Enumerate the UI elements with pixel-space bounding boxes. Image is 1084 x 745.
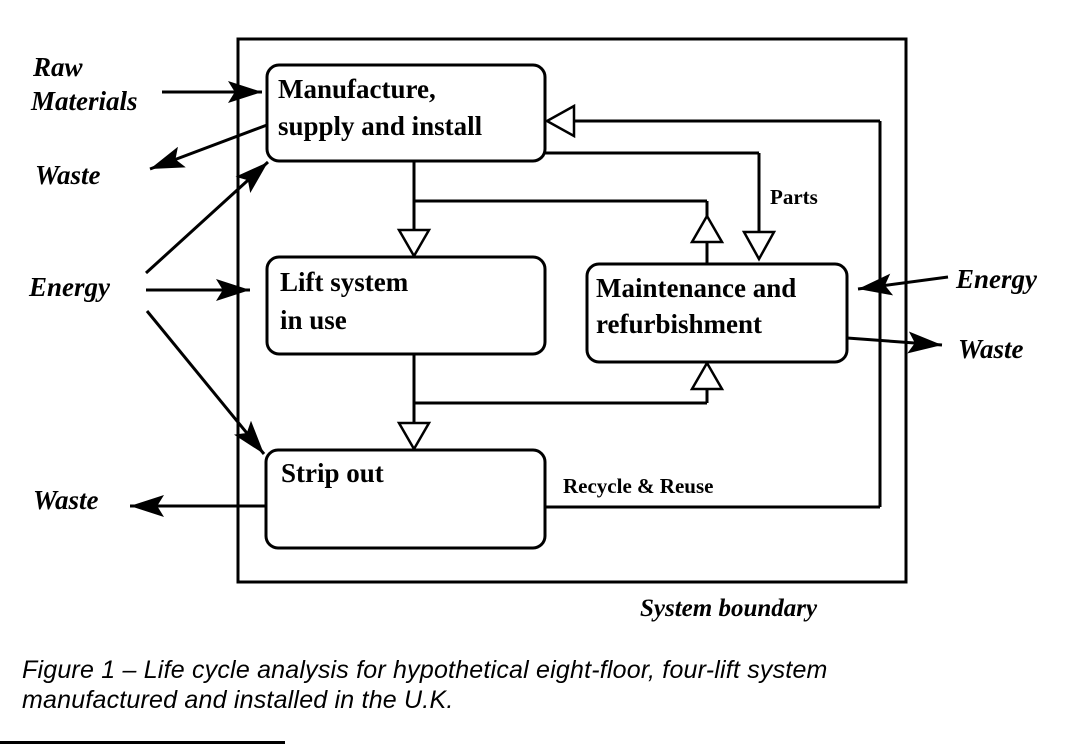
flow-lift-to-maintenance	[414, 360, 725, 405]
caption-line-2: manufactured and installed in the U.K.	[22, 686, 454, 714]
manufacture-label-line1: Manufacture,	[278, 74, 436, 104]
system-boundary-label: System boundary	[640, 595, 818, 622]
arrow-waste-from-maintenance	[846, 331, 943, 354]
flow-lift-to-strip	[396, 354, 432, 452]
maintenance-label-line1: Maintenance and	[596, 273, 796, 303]
arrow-waste-top-left	[149, 123, 268, 171]
hollow-arrow-down-icon	[396, 228, 432, 259]
figure-caption: Figure 1 – Life cycle analysis for hypot…	[22, 655, 1084, 715]
strip-out-label: Strip out	[281, 458, 384, 488]
flow-parts	[545, 151, 777, 262]
hollow-arrow-down-icon	[396, 421, 432, 452]
raw-materials-label-line2: Materials	[30, 86, 138, 116]
caption-line-1: Figure 1 – Life cycle analysis for hypot…	[22, 656, 828, 684]
arrow-energy-to-maintenance	[857, 273, 949, 296]
hollow-arrow-down-icon	[741, 230, 777, 262]
lift-in-use-label-line1: Lift system	[280, 267, 409, 297]
lift-in-use-box: Lift system in use	[265, 255, 547, 356]
energy-left-label: Energy	[28, 272, 111, 302]
flow-manufacture-to-lift	[396, 161, 432, 259]
arrow-energy-to-manufacture	[144, 160, 270, 275]
maintenance-box: Maintenance and refurbishment	[585, 262, 849, 364]
manufacture-box: Manufacture, supply and install	[265, 63, 547, 163]
lift-in-use-label-line2: in use	[280, 305, 347, 335]
system-boundary	[236, 37, 908, 584]
flow-manufacture-to-maintenance	[414, 199, 725, 264]
arrow-energy-to-strip	[145, 310, 266, 455]
waste-right-label: Waste	[958, 334, 1024, 364]
manufacture-label-line2: supply and install	[278, 111, 483, 141]
flow-recycle-reuse	[544, 103, 882, 509]
raw-materials-label-line1: Raw	[32, 52, 84, 82]
waste-top-left-label: Waste	[35, 160, 101, 190]
recycle-reuse-label: Recycle & Reuse	[563, 474, 713, 498]
strip-out-box: Strip out	[264, 448, 547, 550]
waste-bottom-left-label: Waste	[33, 485, 99, 515]
hollow-arrow-left-icon	[544, 103, 576, 139]
energy-right-label: Energy	[955, 264, 1038, 294]
maintenance-label-line2: refurbishment	[596, 309, 762, 339]
hollow-arrow-up-icon	[689, 213, 725, 244]
bottom-rule	[0, 741, 285, 744]
parts-label: Parts	[770, 185, 818, 209]
hollow-arrow-up-icon	[689, 360, 725, 391]
